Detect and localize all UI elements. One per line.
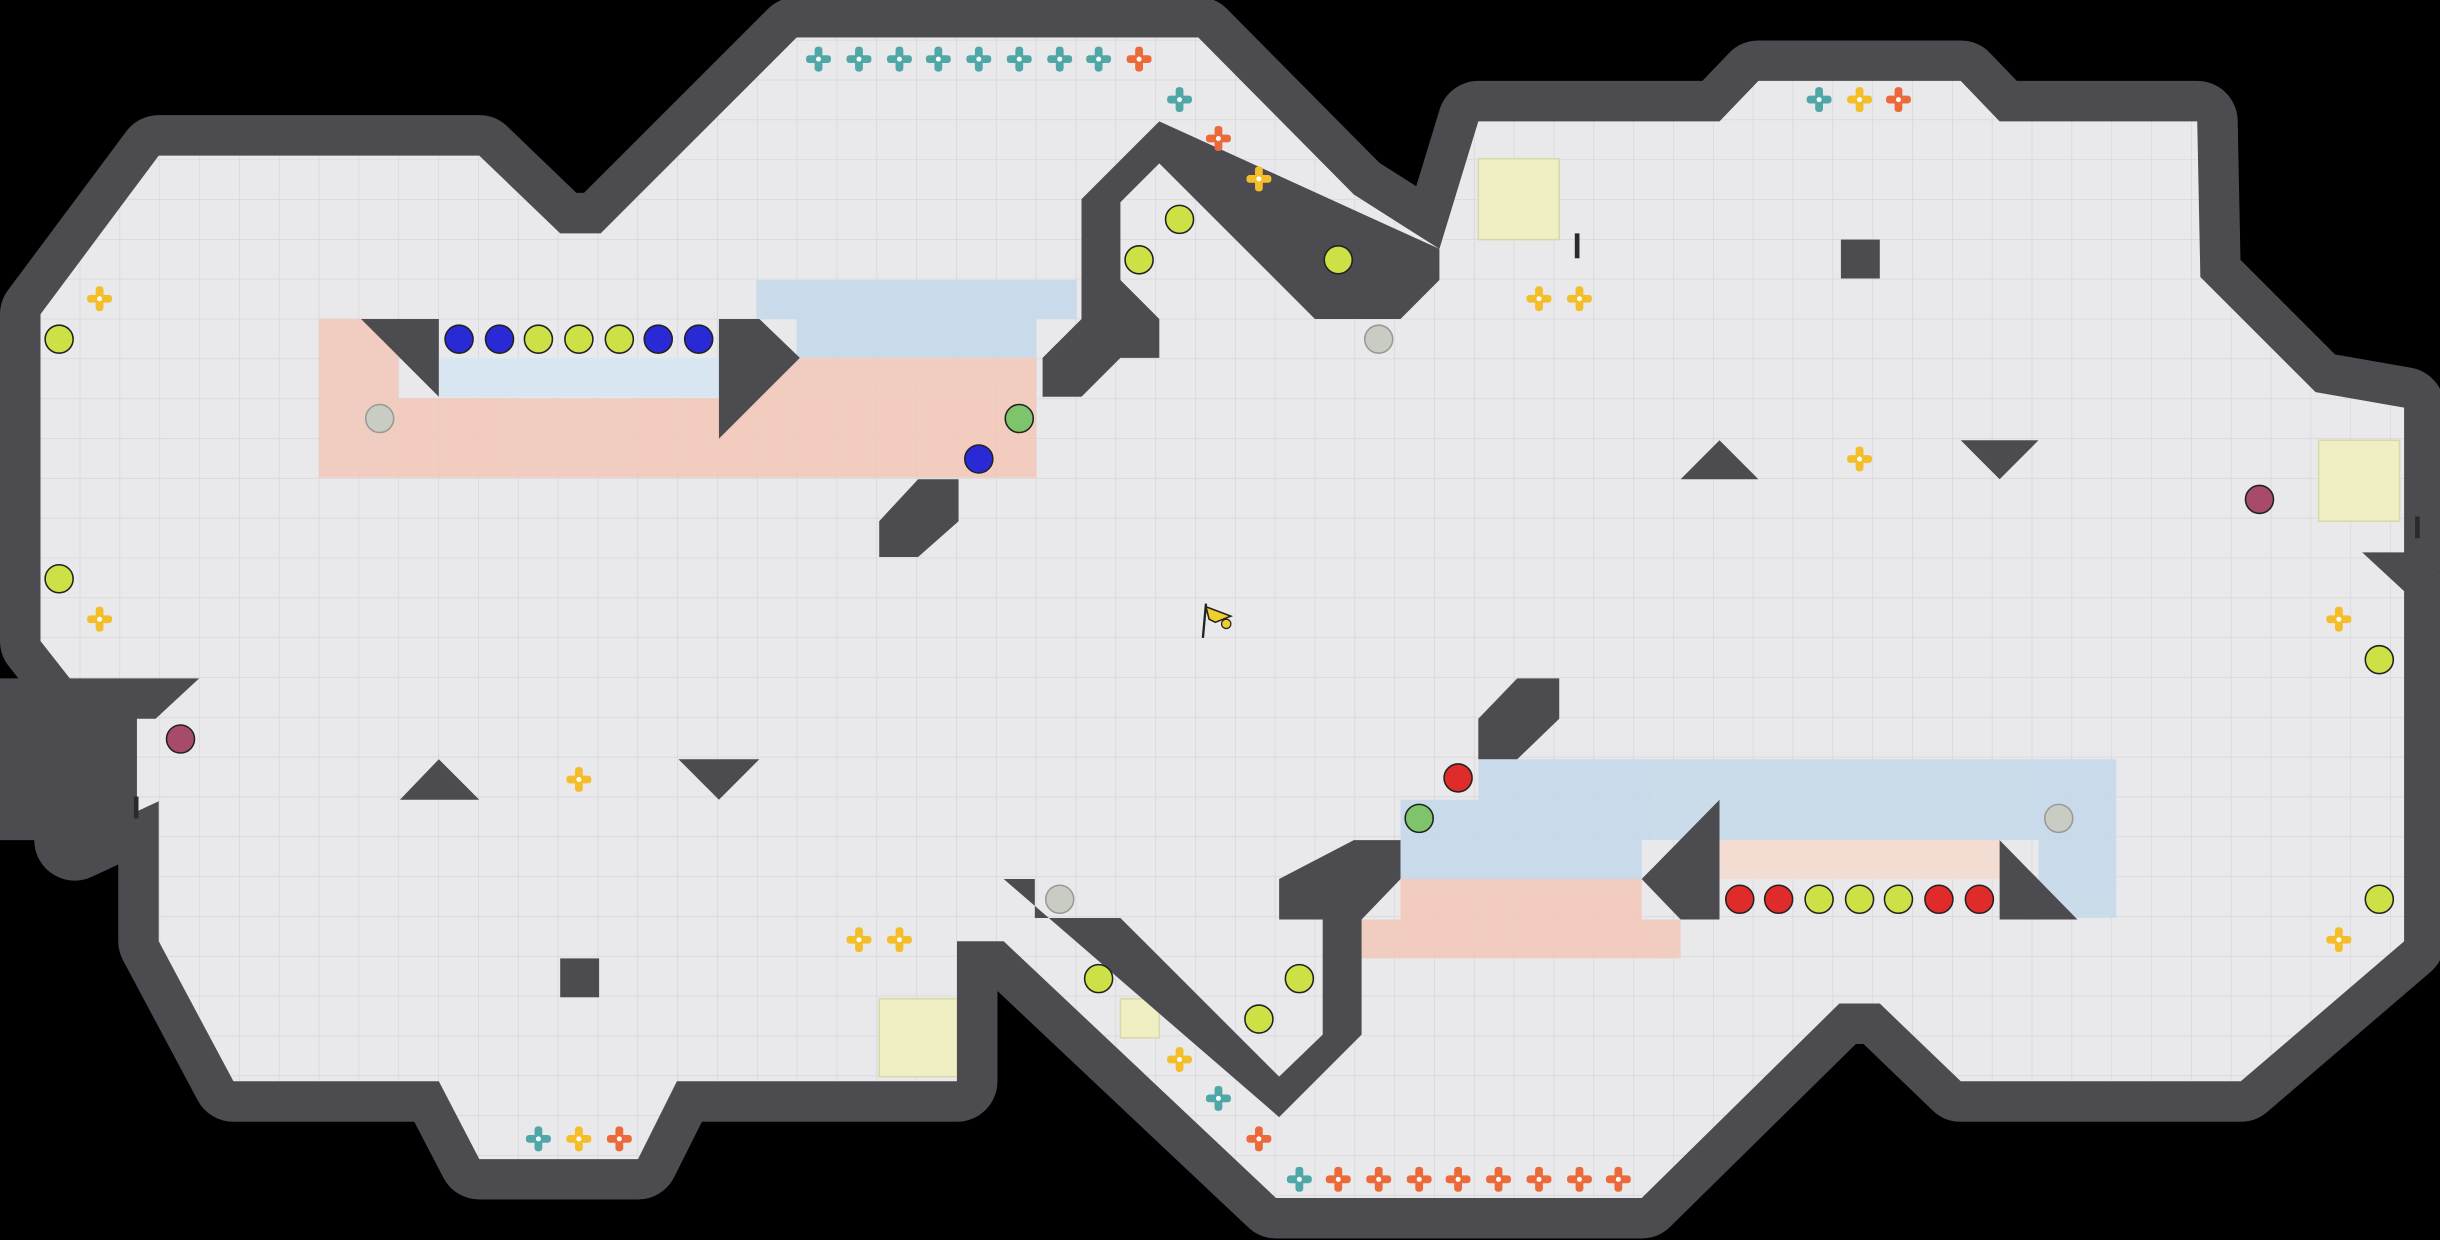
yellow-ball: [604, 324, 635, 354]
boost-pads: [1004, 403, 1434, 834]
yellow-ball: [1284, 963, 1315, 994]
yellow-balls: [44, 204, 2395, 1034]
teal-powerup-icon: [1806, 87, 1832, 113]
teal-powerup-icon: [1286, 1166, 1312, 1192]
gold-powerup-icon: [886, 927, 912, 953]
orange-powerup-icon: [1486, 1166, 1511, 1192]
orange-powerup-icon: [1886, 87, 1911, 113]
blue-balls: [444, 324, 994, 474]
red-ball: [1964, 884, 1995, 915]
gold-powerup-icon: [566, 1126, 592, 1152]
orange-powerup-icon: [1246, 1126, 1272, 1152]
yellow-ball: [1804, 884, 1834, 915]
teal-powerup-icon: [846, 46, 872, 72]
red-team-zone-bottom: [1361, 879, 1681, 959]
gold-powerup-icon: [2326, 606, 2352, 632]
blue-team-zone-top: [756, 280, 1077, 358]
yellow-ball: [1244, 1004, 1274, 1034]
teal-powerup-icon: [1167, 87, 1192, 113]
blue-ball: [964, 444, 994, 474]
orange-powerup-icon: [1406, 1166, 1432, 1192]
yellow-ball: [2364, 644, 2395, 675]
teal-powerup-icon: [806, 46, 831, 72]
teal-powerup-icon: [966, 46, 992, 72]
neutral-ball: [364, 403, 395, 434]
blue-ball: [484, 324, 515, 354]
red-ball: [1763, 884, 1794, 915]
neutral-balls: [364, 324, 2074, 915]
gold-powerup-icon: [87, 606, 113, 632]
portal: [2244, 484, 2275, 515]
portals: [165, 484, 2275, 754]
yellow-ball: [1083, 963, 1114, 994]
gold-powerup-icon: [2326, 927, 2352, 953]
red-ball: [1443, 763, 1473, 793]
boost-pad: [1404, 803, 1434, 834]
orange-powerup-icon: [1445, 1166, 1471, 1192]
balls: [44, 204, 2395, 1034]
flag: [1201, 603, 1234, 638]
gold-powerup-icon: [566, 767, 592, 792]
yellow-ball: [2364, 884, 2395, 915]
orange-powerup-icon: [1126, 46, 1152, 72]
gold-powerup-icon: [1847, 87, 1873, 113]
portal: [165, 724, 196, 754]
orange-powerup-icon: [1205, 126, 1231, 151]
gold-powerup-icon: [1567, 286, 1592, 312]
teal-powerup-icon: [1047, 46, 1073, 72]
yellow-ball: [1323, 245, 1354, 275]
teal-powerup-icon: [525, 1126, 551, 1152]
boost-pad: [1004, 403, 1035, 434]
gold-powerup-icon: [1246, 166, 1272, 192]
teal-powerup-icon: [886, 46, 912, 72]
blue-ball: [683, 324, 714, 354]
neutral-ball: [2043, 803, 2074, 834]
red-checker-strip: [1719, 840, 2000, 880]
orange-powerup-icon: [1567, 1166, 1592, 1192]
yellow-ball: [44, 324, 74, 354]
yellow-ball: [1164, 204, 1195, 235]
teal-powerup-icon: [1086, 46, 1112, 72]
orange-powerup-icon: [1526, 1166, 1552, 1192]
powerups: [87, 46, 2352, 1192]
blue-ball: [643, 324, 674, 354]
teal-powerup-icon: [925, 46, 951, 72]
orange-powerup-icon: [606, 1126, 632, 1152]
yellow-ball: [44, 563, 74, 594]
yellow-ball: [1844, 884, 1875, 915]
red-ball: [1724, 884, 1755, 915]
neutral-ball: [1363, 324, 1394, 354]
yellow-ball: [523, 324, 554, 354]
orange-powerup-icon: [1366, 1166, 1392, 1192]
yellow-ball: [1883, 884, 1914, 915]
gold-powerup-icon: [87, 286, 113, 312]
red-ball: [1924, 884, 1954, 915]
gold-powerup-icon: [1847, 446, 1873, 472]
blue-checker-strip: [438, 357, 719, 397]
yellow-ball: [1124, 245, 1154, 275]
orange-powerup-icon: [1325, 1166, 1351, 1192]
red-team-zone-top: [319, 318, 1037, 478]
blue-ball: [444, 324, 474, 354]
neutral-ball: [1044, 884, 1075, 915]
gold-powerup-icon: [846, 927, 872, 953]
teal-powerup-icon: [1006, 46, 1032, 72]
gold-powerup-icon: [1167, 1047, 1192, 1072]
yellow-ball: [564, 324, 594, 354]
orange-powerup-icon: [1605, 1166, 1631, 1192]
gold-powerup-icon: [1526, 286, 1552, 312]
teal-powerup-icon: [1205, 1085, 1231, 1111]
red-balls: [1443, 763, 1995, 915]
